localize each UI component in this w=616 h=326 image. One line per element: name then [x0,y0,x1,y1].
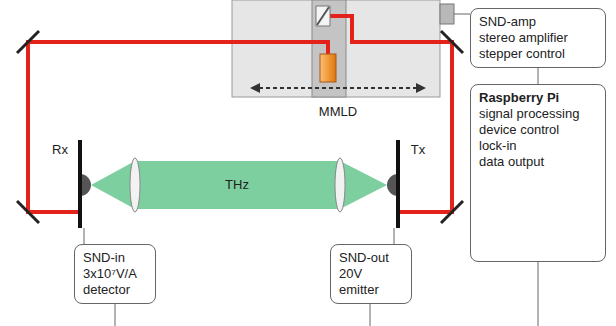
stage-mirror [316,6,330,26]
emitter-antenna [396,140,400,228]
box-text: stereo amplifier [479,30,597,46]
box-text: device control [479,122,597,138]
box-text: data output [479,154,597,170]
thz-lens [130,158,140,212]
part-label: MMLD [319,104,357,120]
box-text: stepper control [479,46,597,62]
beam-label: THz [225,177,249,193]
box-text: 20V [339,266,403,282]
stage-mirror [317,7,329,25]
box-text: signal processing [479,106,597,122]
mirror [17,201,39,223]
mirror [441,31,463,53]
box-text: emitter [339,282,403,298]
box-heading: SND-amp [479,14,597,30]
box-text: lock-in [479,138,597,154]
box-heading: SND-out [339,250,403,266]
box-heading: Raspberry Pi [479,90,597,106]
box-heading: SND-in [83,250,147,266]
amplifier-box: SND-ampstereo amplifierstepper control [470,8,606,68]
receiver-antenna [78,140,82,228]
box-text: detector [83,282,147,298]
box-text: 3x10⁷V/A [83,266,147,282]
connector-line [538,68,539,84]
mirror [17,31,39,53]
part-label: Tx [411,142,425,158]
laser-diode [320,54,336,82]
thz-lens [335,158,345,212]
controller-box: Raspberry Pisignal processingdevice cont… [470,84,606,262]
travel-arrow [252,87,424,89]
mirror [441,201,463,223]
emitter-box: SND-out20Vemitter [330,244,412,304]
stepper-motor [440,4,454,24]
motor-wire [454,14,470,15]
detector-box: SND-in3x10⁷V/Adetector [74,244,156,304]
part-label: Rx [52,142,68,158]
